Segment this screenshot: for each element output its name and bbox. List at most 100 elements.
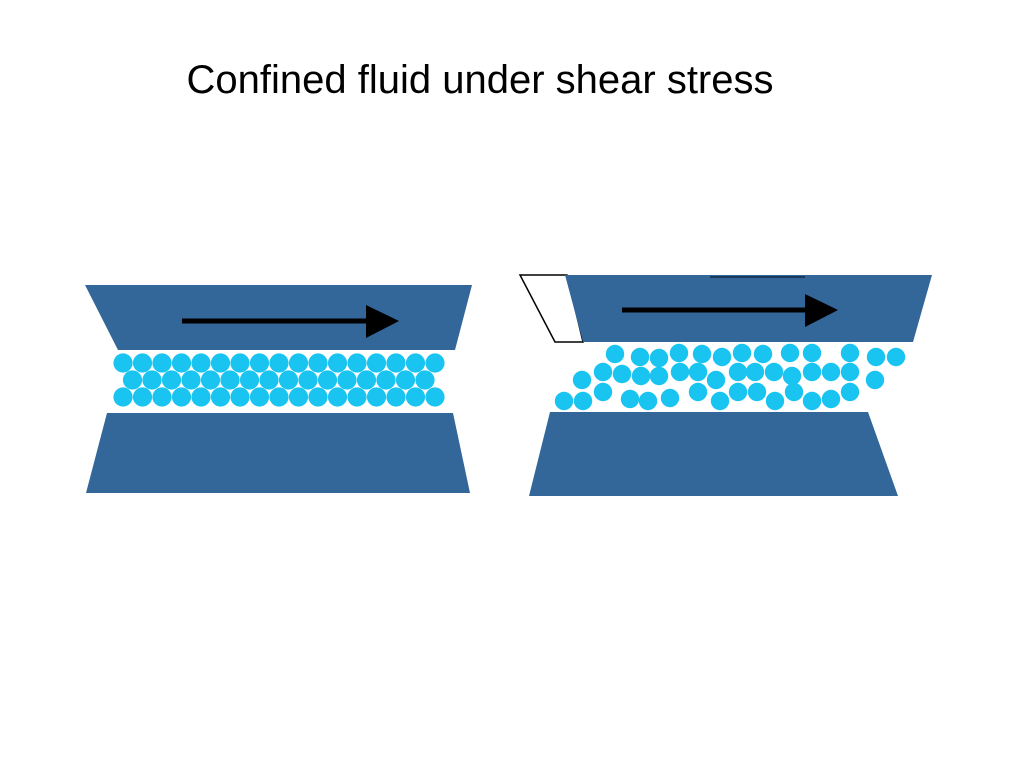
fluid-particle xyxy=(386,387,406,407)
fluid-particle xyxy=(728,362,748,382)
fluid-particle xyxy=(405,387,426,407)
fluid-particle xyxy=(386,353,406,373)
fluid-particle xyxy=(649,348,669,368)
top-plate-left xyxy=(85,285,472,350)
fluid-particle xyxy=(230,387,250,407)
fluid-particle xyxy=(605,344,625,364)
fluid-particle xyxy=(327,353,348,373)
fluid-particle xyxy=(395,370,416,390)
fluid-particle xyxy=(259,370,279,390)
fluid-particle xyxy=(142,370,162,390)
fluid-particle xyxy=(132,387,153,407)
fluid-particle xyxy=(347,353,367,373)
fluid-particle xyxy=(425,353,445,373)
fluid-particle xyxy=(249,387,270,407)
fluid-particle xyxy=(210,353,231,373)
fluid-particle xyxy=(573,391,593,411)
fluid-particle xyxy=(572,370,592,390)
fluid-particle xyxy=(200,370,221,390)
fluid-particle xyxy=(764,362,784,382)
fluid-particle xyxy=(405,353,426,373)
fluid-particle xyxy=(765,391,785,411)
slide-title: Confined fluid under shear stress xyxy=(186,58,774,102)
fluid-particle xyxy=(782,366,802,386)
fluid-particle xyxy=(840,382,860,402)
fluid-particle xyxy=(113,387,133,407)
fluid-particle xyxy=(249,353,270,373)
fluid-particle xyxy=(802,343,822,363)
fluid-particle xyxy=(239,370,260,390)
fluid-particle xyxy=(747,382,767,402)
fluid-particle xyxy=(554,391,574,411)
bottom-plate-left xyxy=(86,413,470,493)
fluid-particle xyxy=(612,364,632,384)
panel-left xyxy=(85,285,472,493)
fluid-particle xyxy=(865,370,885,390)
fluid-particle xyxy=(288,387,309,407)
particles-disordered xyxy=(554,343,906,411)
fluid-particle xyxy=(802,362,822,382)
fluid-particle xyxy=(347,387,367,407)
fluid-particle xyxy=(356,370,377,390)
fluid-particle xyxy=(337,370,357,390)
fluid-particle xyxy=(728,382,748,402)
fluid-particle xyxy=(171,353,192,373)
fluid-particle xyxy=(821,362,841,382)
fluid-particle xyxy=(710,391,730,411)
fluid-particle xyxy=(152,387,172,407)
particles-ordered xyxy=(113,353,445,407)
fluid-particle xyxy=(376,370,396,390)
arrow-left xyxy=(182,305,399,338)
fluid-particle xyxy=(706,370,726,390)
fluid-particle xyxy=(802,391,822,411)
fluid-particle xyxy=(191,387,211,407)
fluid-particle xyxy=(415,370,435,390)
fluid-particle xyxy=(113,353,133,373)
fluid-particle xyxy=(191,353,211,373)
fluid-particle xyxy=(821,389,841,409)
fluid-particle xyxy=(269,387,289,407)
fluid-particle xyxy=(122,370,143,390)
fluid-particle xyxy=(288,353,309,373)
fluid-particle xyxy=(840,362,860,382)
fluid-particle xyxy=(840,343,860,363)
fluid-particle xyxy=(366,387,387,407)
fluid-particle xyxy=(631,366,651,386)
fluid-particle xyxy=(161,370,182,390)
arrow-right xyxy=(622,294,838,327)
panel-right xyxy=(518,274,932,496)
fluid-particle xyxy=(784,382,804,402)
fluid-particle xyxy=(210,387,231,407)
fluid-particle xyxy=(638,391,658,411)
fluid-particle xyxy=(688,362,708,382)
fluid-particle xyxy=(327,387,348,407)
fluid-particle xyxy=(220,370,240,390)
fluid-particle xyxy=(230,353,250,373)
fluid-particle xyxy=(593,382,613,402)
fluid-particle xyxy=(171,387,192,407)
fluid-particle xyxy=(620,389,640,409)
fluid-particle xyxy=(886,347,906,367)
fluid-particle xyxy=(670,362,690,382)
fluid-particle xyxy=(308,387,328,407)
fluid-particle xyxy=(132,353,153,373)
fluid-particle xyxy=(732,343,752,363)
fluid-particle xyxy=(298,370,318,390)
fluid-particle xyxy=(317,370,338,390)
fluid-particle xyxy=(366,353,387,373)
fluid-particle xyxy=(866,347,886,367)
fluid-particle xyxy=(688,382,708,402)
fluid-particle xyxy=(712,347,732,367)
fluid-particle xyxy=(630,347,650,367)
fluid-particle xyxy=(278,370,299,390)
fluid-particle xyxy=(660,388,680,408)
fluid-particle xyxy=(692,344,712,364)
fluid-particle xyxy=(745,362,765,382)
fluid-particle xyxy=(425,387,445,407)
fluid-particle xyxy=(753,344,773,364)
fluid-particle xyxy=(669,343,689,363)
fluid-particle xyxy=(780,343,800,363)
fluid-particle xyxy=(593,362,613,382)
fluid-particle xyxy=(649,366,669,386)
